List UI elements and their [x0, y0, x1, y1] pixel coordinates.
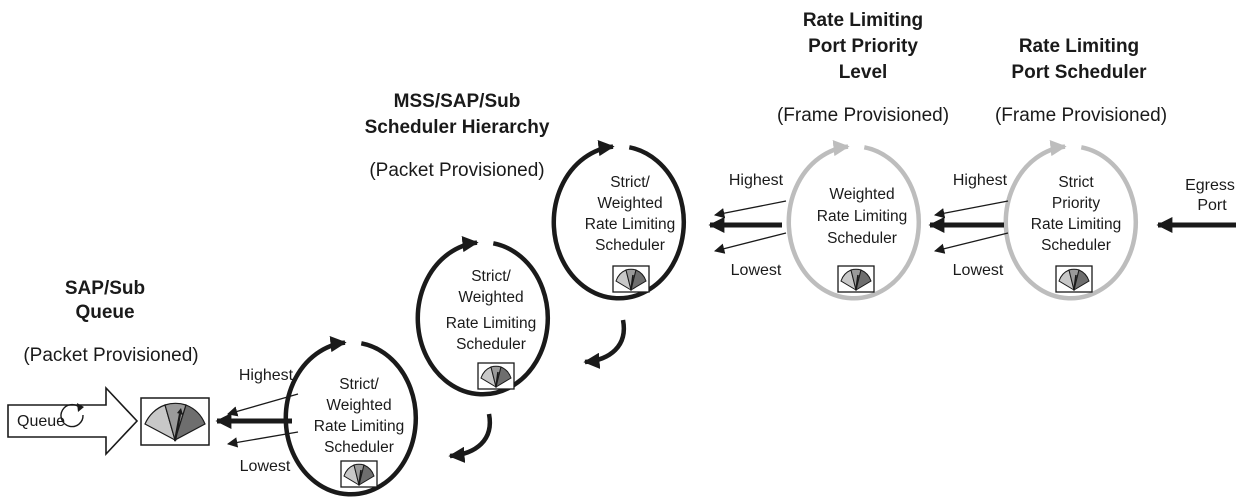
heading-sap-queue: SAP/Sub Queue	[65, 278, 145, 323]
s5-line3: Rate Limiting	[1031, 216, 1121, 233]
heading-port-priority-line2: Port Priority	[808, 36, 918, 57]
s4-highest-label: Highest	[729, 172, 784, 189]
s4-gauge-icon	[837, 265, 875, 293]
s2-line3: Rate Limiting	[446, 315, 536, 332]
s4-lowest-label: Lowest	[731, 262, 782, 279]
s4-highest-arrow	[713, 200, 787, 219]
scheduler-s1: Strict/ Weighted Rate Limiting Scheduler	[283, 336, 419, 497]
s3-gauge-icon	[612, 265, 650, 293]
queue-label: Queue	[17, 413, 65, 430]
heading-mss: MSS/SAP/Sub Scheduler Hierarchy	[365, 91, 550, 138]
provisioning-mss: (Packet Provisioned)	[369, 160, 544, 181]
s1-line3: Rate Limiting	[314, 418, 404, 435]
s5-lowest-label: Lowest	[953, 262, 1004, 279]
queue-cycle-icon	[60, 403, 84, 428]
s5-line1: Strict	[1058, 174, 1094, 191]
provisioning-port-scheduler: (Frame Provisioned)	[995, 105, 1167, 126]
s2-to-s1-arrow	[448, 413, 493, 463]
heading-port-scheduler: Rate Limiting Port Scheduler	[1011, 36, 1147, 83]
heading-mss-line2: Scheduler Hierarchy	[365, 117, 550, 138]
heading-port-priority-line3: Level	[839, 62, 888, 83]
s3-line1: Strict/	[610, 174, 650, 191]
s1-line1: Strict/	[339, 376, 379, 393]
heading-mss-line1: MSS/SAP/Sub	[394, 91, 521, 112]
s1-highest-label: Highest	[239, 367, 294, 384]
s2-line4: Scheduler	[456, 336, 526, 353]
scheduler-s3: Strict/ Weighted Rate Limiting Scheduler	[551, 140, 687, 301]
heading-sap-queue-line2: Queue	[75, 302, 134, 323]
egress-label-line2: Port	[1197, 197, 1227, 214]
s4-line3: Scheduler	[827, 230, 897, 247]
s1-line4: Scheduler	[324, 439, 394, 456]
s3-line4: Scheduler	[595, 237, 665, 254]
s3-to-s2-arrow	[583, 319, 627, 369]
queue-block: Queue	[7, 385, 139, 457]
s2-line1: Strict/	[471, 268, 511, 285]
s5-gauge-icon	[1055, 265, 1093, 293]
provisioning-port-priority: (Frame Provisioned)	[777, 105, 949, 126]
heading-port-scheduler-line1: Rate Limiting	[1019, 36, 1139, 57]
s5-highest-label: Highest	[953, 172, 1008, 189]
scheduler-s2: Strict/ Weighted Rate Limiting Scheduler	[415, 236, 551, 397]
heading-port-priority-line1: Rate Limiting	[803, 10, 923, 31]
egress-label-line1: Egress	[1185, 177, 1235, 194]
heading-port-scheduler-line2: Port Scheduler	[1011, 62, 1147, 83]
s3-line3: Rate Limiting	[585, 216, 675, 233]
s4-lowest-arrow	[713, 232, 787, 254]
s2-gauge-icon	[477, 362, 515, 390]
s5-highest-arrow	[933, 200, 1009, 219]
s5-lowest-arrow	[933, 232, 1009, 254]
scheduler-s5: Strict Priority Rate Limiting Scheduler	[1003, 140, 1139, 301]
s5-line2: Priority	[1052, 195, 1100, 212]
s1-line2: Weighted	[326, 397, 391, 414]
queue-gauge-icon	[140, 397, 210, 446]
provisioning-sap-queue: (Packet Provisioned)	[23, 345, 198, 366]
s1-lowest-label: Lowest	[240, 458, 291, 475]
scheduler-s4: Weighted Rate Limiting Scheduler	[786, 140, 922, 301]
s4-line1: Weighted	[829, 186, 894, 203]
s3-line2: Weighted	[597, 195, 662, 212]
heading-port-priority: Rate Limiting Port Priority Level	[803, 10, 923, 83]
s1-gauge-icon	[340, 460, 378, 488]
s5-line4: Scheduler	[1041, 237, 1111, 254]
heading-sap-queue-line1: SAP/Sub	[65, 278, 145, 299]
s2-line2: Weighted	[458, 289, 523, 306]
s4-line2: Rate Limiting	[817, 208, 907, 225]
